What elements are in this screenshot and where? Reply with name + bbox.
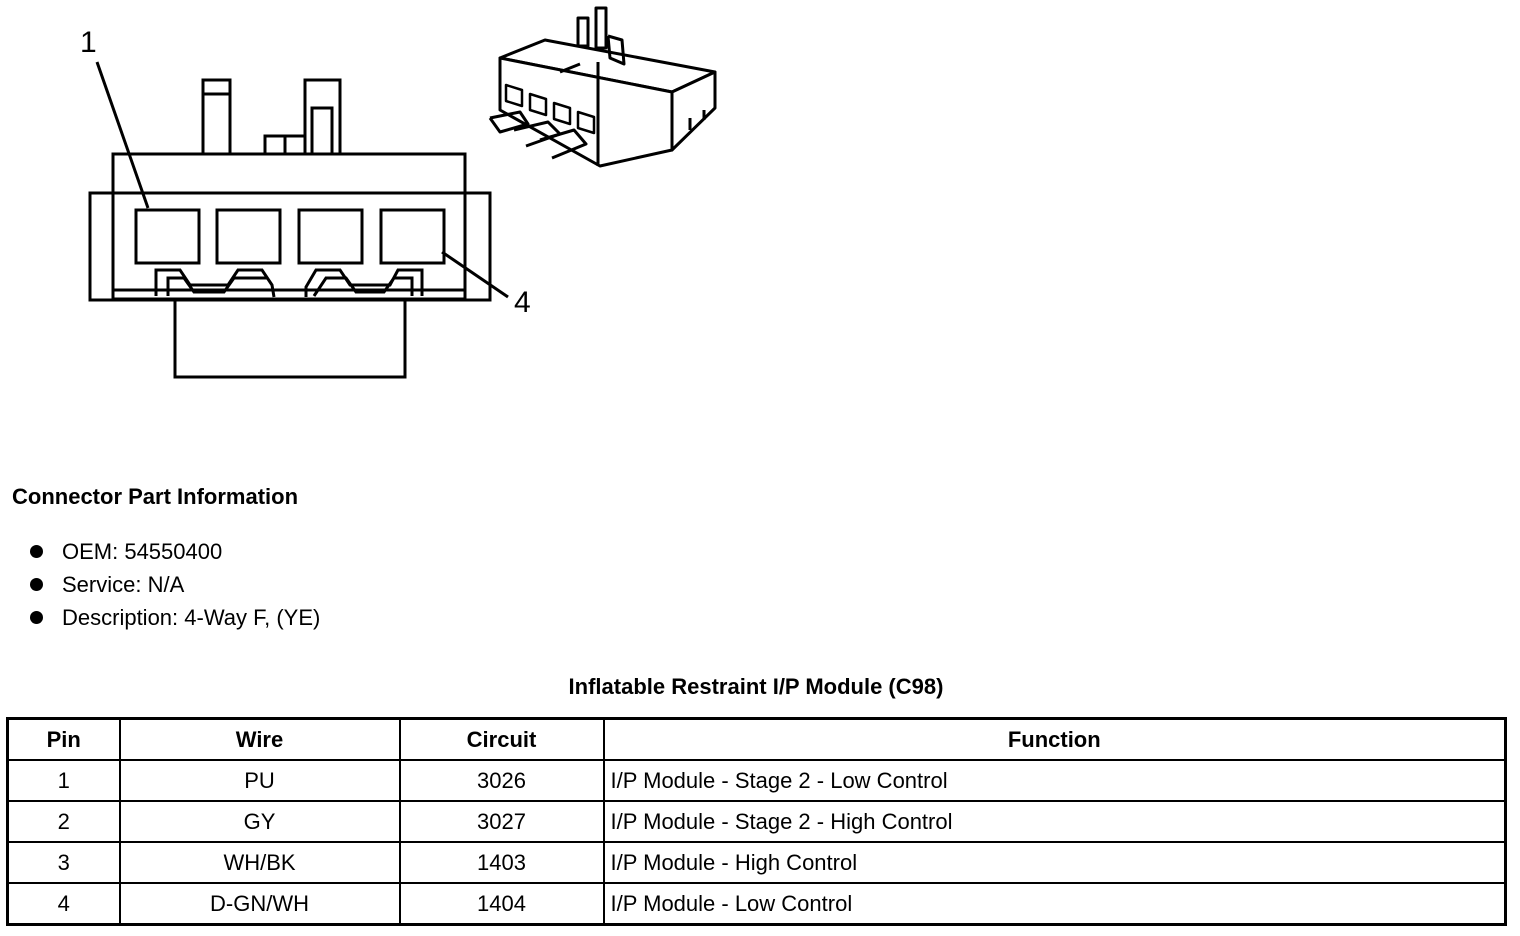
table-row: 2 GY 3027 I/P Module - Stage 2 - High Co… [6,800,1507,843]
table-row: 3 WH/BK 1403 I/P Module - High Control [6,841,1507,884]
header-circuit: Circuit [398,717,605,761]
latch-tab-left [201,78,232,156]
bullet-icon [30,578,43,591]
cell-pin: 1 [6,759,121,802]
pin-cavity-4 [379,208,446,265]
connector-info-list: OEM: 54550400 Service: N/A Description: … [28,535,320,634]
header-wire: Wire [118,717,401,761]
callout-leader-4 [441,250,509,299]
connector-flange [88,191,492,302]
callout-label-4: 4 [514,286,531,319]
pin-table-title: Inflatable Restraint I/P Module (C98) [568,674,944,699]
callout-leader-1 [95,61,150,209]
cell-function: I/P Module - Stage 2 - Low Control [602,759,1507,802]
header-pin: Pin [6,717,121,761]
list-item: OEM: 54550400 [28,535,320,568]
connector-isometric-view [488,6,717,168]
cell-function: I/P Module - Low Control [602,882,1507,926]
info-oem: OEM: 54550400 [62,539,223,564]
cell-circuit: 3026 [398,759,605,802]
latch-tab-right [303,78,342,156]
cell-circuit: 3027 [398,800,605,843]
pin-cavity-3 [297,208,364,265]
list-item: Service: N/A [28,568,320,601]
cell-function: I/P Module - Stage 2 - High Control [602,800,1507,843]
pin-cavity-2 [215,208,282,265]
bullet-icon [30,611,43,624]
cell-function: I/P Module - High Control [602,841,1507,884]
table-header-row: Pin Wire Circuit Function [6,717,1507,761]
cell-circuit: 1403 [398,841,605,884]
info-service: Service: N/A [62,572,185,597]
table-row: 4 D-GN/WH 1404 I/P Module - Low Control [6,882,1507,926]
pin-cavity-1 [134,208,201,265]
table-row: 1 PU 3026 I/P Module - Stage 2 - Low Con… [6,759,1507,802]
connector-info-title: Connector Part Information [12,484,299,509]
cell-wire: GY [118,800,401,843]
header-function: Function [602,717,1507,761]
cell-wire: PU [118,759,401,802]
cell-wire: D-GN/WH [118,882,401,926]
connector-diagram [88,6,717,379]
cell-pin: 4 [6,882,121,926]
bullet-icon [30,545,43,558]
info-description: Description: 4-Way F, (YE) [62,605,321,630]
cell-circuit: 1404 [398,882,605,926]
callout-label-1: 1 [80,26,97,59]
cell-pin: 2 [6,800,121,843]
cell-pin: 3 [6,841,121,884]
lower-housing [173,300,407,379]
pin-table: Pin Wire Circuit Function 1 PU 3026 I/P … [6,717,1507,926]
list-item: Description: 4-Way F, (YE) [28,601,320,634]
cell-wire: WH/BK [118,841,401,884]
